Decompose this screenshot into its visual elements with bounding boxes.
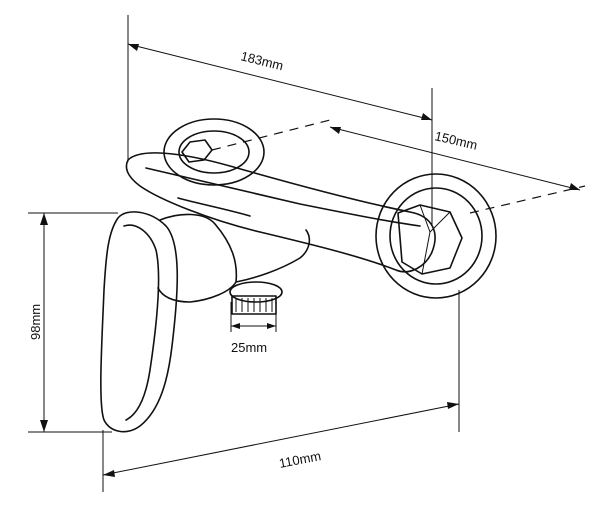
dimension-label-183: 183mm (239, 48, 285, 73)
lever-handle (100, 211, 179, 433)
faucet-body (125, 152, 436, 303)
dimension-98: 98mm (28, 213, 48, 432)
right-wall-flange (375, 173, 497, 299)
dimension-110: 110mm (102, 402, 460, 477)
dimension-183: 183mm (127, 43, 433, 121)
dimension-label-150: 150mm (433, 128, 479, 152)
dimension-150: 150mm (211, 119, 586, 214)
left-wall-flange (163, 118, 265, 186)
outlet-nipple (231, 295, 277, 315)
dimension-label-25: 25mm (231, 340, 267, 355)
dimension-label-98: 98mm (28, 304, 43, 340)
dimension-label-110: 110mm (278, 448, 322, 471)
